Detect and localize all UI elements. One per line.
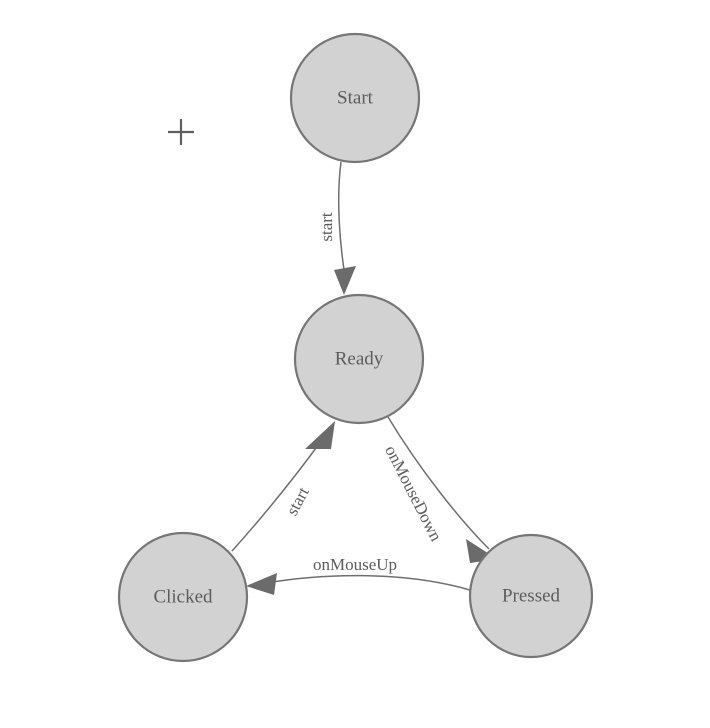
edge-line [337, 161, 346, 277]
edge-clicked-to-ready[interactable]: start [231, 421, 335, 552]
node-ready[interactable]: Ready [293, 293, 425, 425]
arrowhead-icon [334, 266, 356, 295]
edge-label-start-to-ready: start [317, 212, 336, 242]
node-pressed[interactable]: Pressed [468, 533, 594, 659]
edge-start-to-ready[interactable]: start [317, 161, 356, 295]
node-shape[interactable] [289, 32, 421, 164]
node-label-pressed: Pressed [502, 585, 561, 606]
node-label-start: Start [337, 87, 374, 108]
edge-line [231, 439, 323, 552]
edge-label-clicked-to-ready: start [282, 484, 313, 519]
edge-line [387, 416, 490, 550]
arrowhead-icon [305, 421, 335, 449]
edge-ready-to-pressed[interactable]: onMouseDown [381, 416, 497, 563]
edge-line [265, 574, 471, 591]
arrowhead-icon [246, 573, 277, 595]
edge-label-pressed-to-clicked: onMouseUp [313, 555, 397, 574]
node-start[interactable]: Start [289, 32, 421, 164]
node-shape[interactable] [468, 533, 594, 659]
crosshair-icon[interactable] [168, 119, 194, 145]
node-label-ready: Ready [335, 348, 384, 369]
node-shape[interactable] [293, 293, 425, 425]
node-shape[interactable] [117, 531, 249, 663]
node-clicked[interactable]: Clicked [117, 531, 249, 663]
edge-pressed-to-clicked[interactable]: onMouseUp [246, 555, 471, 595]
node-label-clicked: Clicked [153, 586, 213, 607]
